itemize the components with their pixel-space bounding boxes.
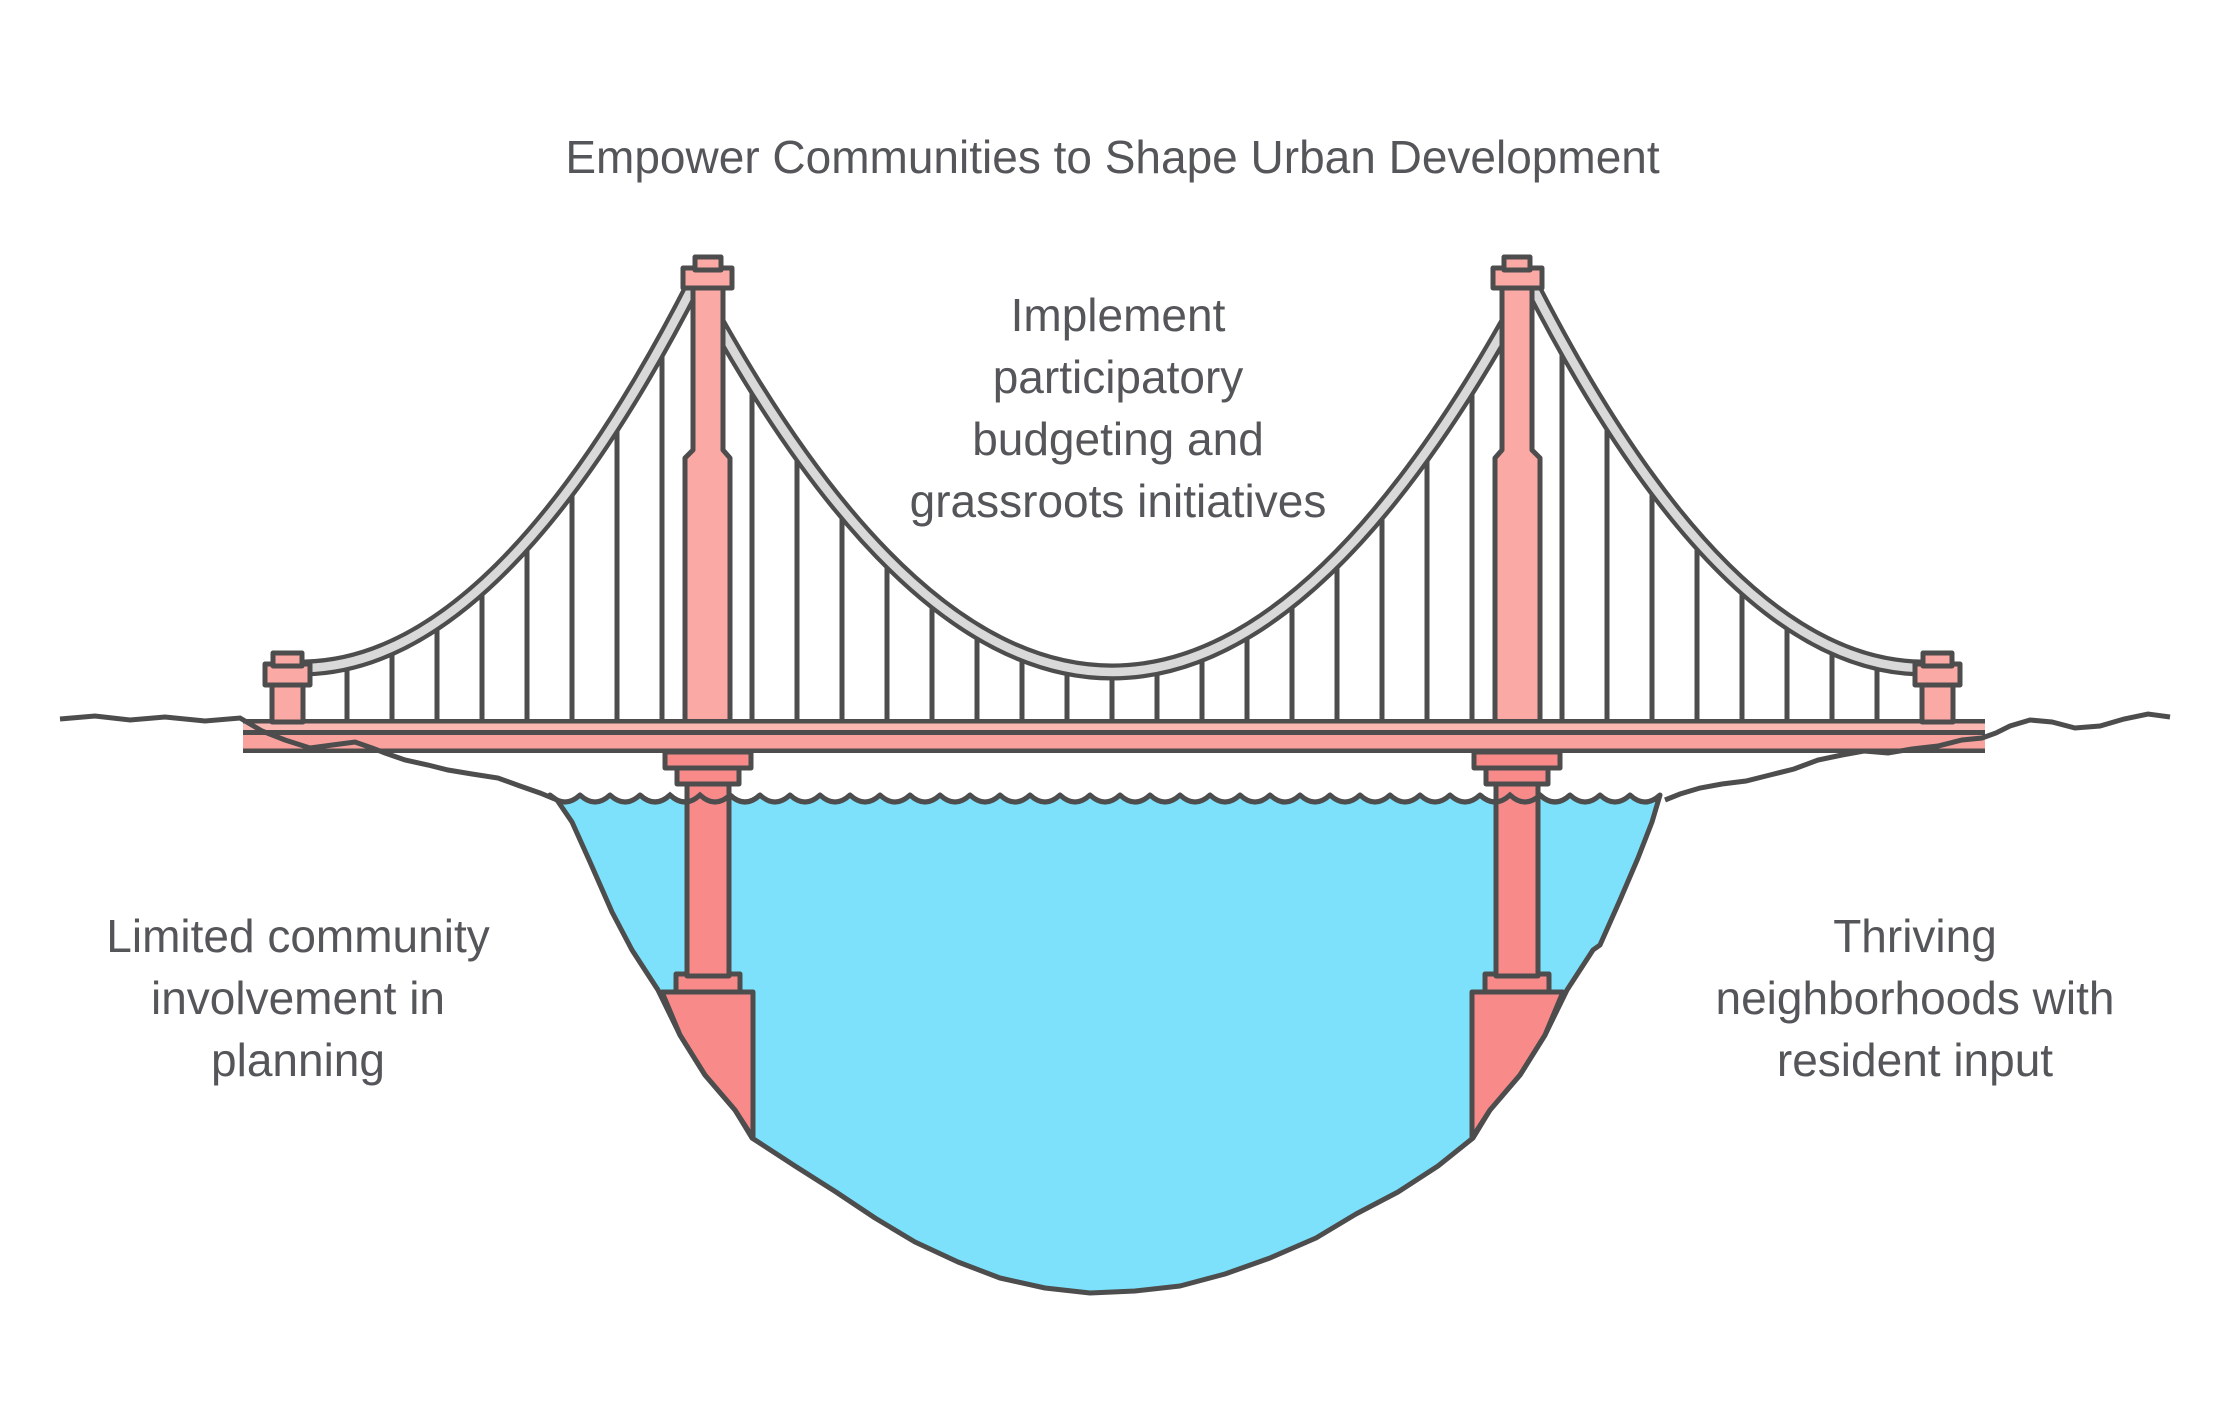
- left-pier-foundation: [659, 989, 756, 1141]
- left-annotation-line: Limited community: [106, 910, 490, 962]
- left-tower: [680, 254, 735, 755]
- right-pier-column: [1493, 781, 1541, 979]
- center-annotation: Implement participatory budgeting and gr…: [843, 284, 1393, 532]
- right-annotation: Thriving neighborhoods with resident inp…: [1655, 905, 2175, 1091]
- left-shoreline: [59, 713, 558, 803]
- right-annotation-line: Thriving: [1833, 910, 1997, 962]
- left-annotation-line: involvement in: [150, 972, 446, 1024]
- right-anchor-post: [1912, 650, 1963, 725]
- diagram-title: Empower Communities to Shape Urban Devel…: [565, 131, 1660, 183]
- left-pier: [659, 749, 756, 1141]
- suspender-cables: [344, 338, 1880, 722]
- main-cable: [296, 263, 1929, 681]
- right-tower-column: [1492, 285, 1543, 755]
- left-anchor-post: [262, 650, 313, 725]
- right-tower-finial: [1501, 254, 1533, 273]
- right-annotation-line: resident input: [1776, 1034, 2054, 1086]
- waterline-waves: [638, 791, 1572, 805]
- bridge-deck: [243, 719, 1985, 753]
- center-annotation-line: participatory: [992, 351, 1244, 403]
- left-tower-column: [682, 285, 733, 755]
- right-annotation-line: neighborhoods with: [1715, 972, 2115, 1024]
- right-pier-foundation: [1469, 989, 1566, 1141]
- center-annotation-line: Implement: [1010, 289, 1226, 341]
- left-annotation: Limited community involvement in plannin…: [68, 905, 528, 1091]
- left-annotation-line: planning: [211, 1034, 385, 1086]
- left-pier-column: [684, 781, 732, 979]
- terrain: [59, 711, 2171, 803]
- center-annotation-line: budgeting and: [972, 413, 1264, 465]
- right-tower: [1490, 254, 1545, 755]
- center-annotation-line: grassroots initiatives: [909, 475, 1327, 527]
- left-tower-finial: [692, 254, 724, 273]
- right-pier: [1469, 749, 1566, 1141]
- right-shoreline: [1664, 711, 2171, 803]
